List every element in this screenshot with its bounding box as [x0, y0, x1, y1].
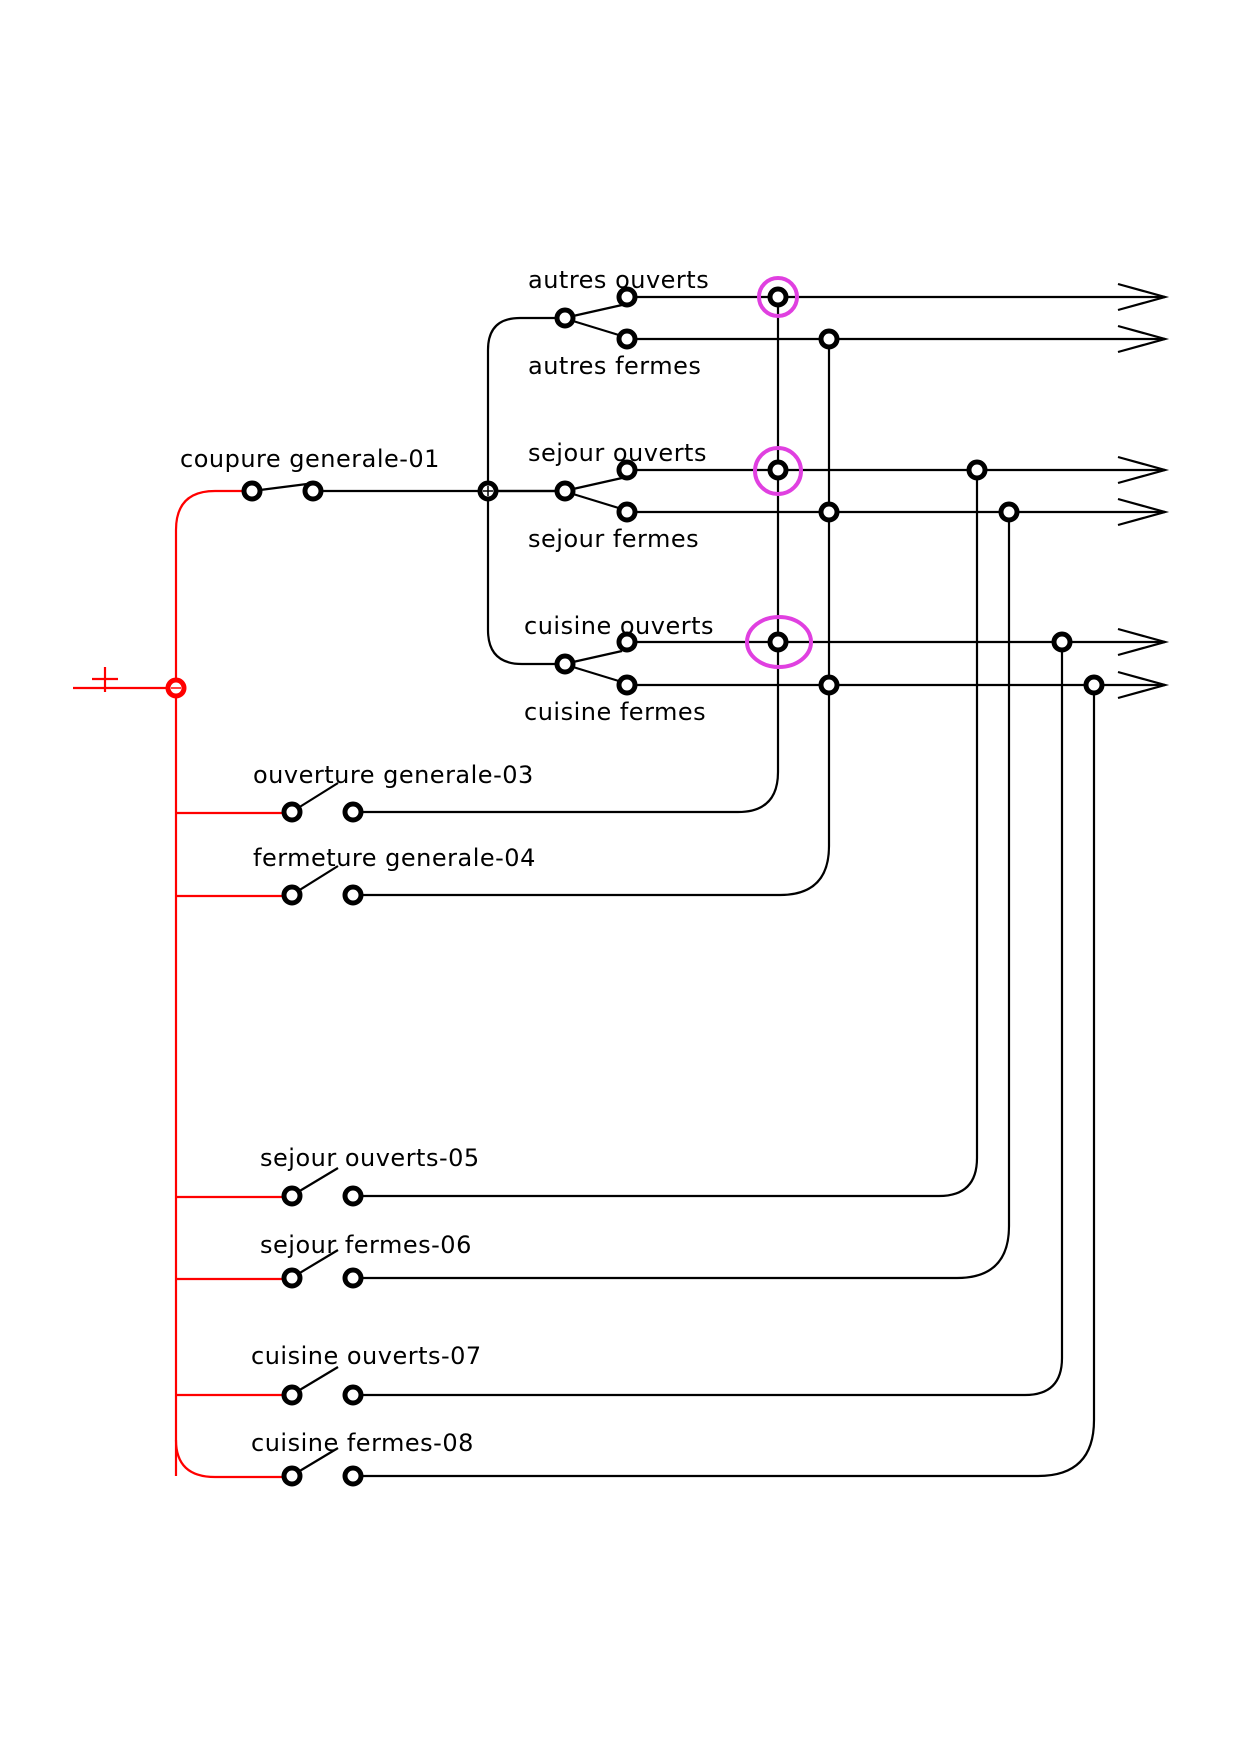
selector-sejour-open-label: sejour ouverts — [528, 439, 707, 467]
push-button-07[interactable]: cuisine ouverts-07 — [251, 1342, 482, 1406]
selector-sejour-closed-label: sejour fermes — [528, 525, 699, 553]
push-button-06-terminal-out[interactable] — [342, 1267, 364, 1289]
selector-sejour-closed-terminal[interactable] — [616, 501, 638, 523]
highlight-ring-cuisine-ouverts[interactable] — [745, 615, 813, 669]
push-button-06-label: sejour fermes-06 — [260, 1231, 472, 1259]
main-switch[interactable]: coupure generale-01 — [180, 445, 558, 502]
plus-icon — [92, 667, 118, 692]
selector-sejour[interactable]: sejour ouverts sejour fermes — [496, 439, 1165, 553]
arrow-right-icon — [1117, 455, 1170, 485]
push-button-08-terminal-in[interactable] — [281, 1465, 303, 1487]
push-button-03-terminal-out[interactable] — [342, 801, 364, 823]
highlight-ring-sejour-ouverts[interactable] — [753, 446, 803, 496]
junction-autres-fermes[interactable] — [818, 328, 840, 350]
selector-autres[interactable]: autres ouverts autres fermes — [528, 266, 1165, 380]
arrow-right-icon — [1117, 282, 1170, 312]
arrow-right-icon — [1117, 627, 1170, 657]
selector-cuisine-open-label: cuisine ouverts — [524, 612, 714, 640]
selector-cuisine-common[interactable] — [554, 653, 576, 675]
push-button-07-terminal-out[interactable] — [342, 1384, 364, 1406]
main-switch-lever — [259, 482, 308, 492]
push-button-03-terminal-in[interactable] — [281, 801, 303, 823]
junction-cuisine-fermes-08[interactable] — [1083, 674, 1105, 696]
cuisine-close-return — [360, 685, 1096, 1478]
selector-autres-common[interactable] — [554, 307, 576, 329]
junction-cuisine-ouverts[interactable] — [767, 631, 789, 653]
main-switch-terminal-out[interactable] — [302, 480, 324, 502]
highlight-ring-autres-ouverts[interactable] — [757, 276, 799, 318]
push-button-04-terminal-out[interactable] — [342, 884, 364, 906]
arrow-right-icon — [1117, 497, 1170, 527]
push-button-03[interactable]: ouverture generale-03 — [253, 761, 534, 823]
push-button-04[interactable]: fermeture generale-04 — [253, 844, 536, 906]
supply-section — [73, 489, 290, 1479]
arrow-right-icon — [1117, 324, 1170, 354]
selector-autres-closed-terminal[interactable] — [616, 328, 638, 350]
push-button-05-terminal-in[interactable] — [281, 1185, 303, 1207]
push-button-04-terminal-in[interactable] — [281, 884, 303, 906]
selector-sejour-open-terminal[interactable] — [616, 459, 638, 481]
push-button-08-terminal-out[interactable] — [342, 1465, 364, 1487]
sejour-open-return — [360, 470, 979, 1198]
arrow-right-icon — [1117, 670, 1170, 700]
junction-sejour-ouverts[interactable] — [767, 459, 789, 481]
output-arrows — [1117, 282, 1170, 700]
selector-cuisine-closed-label: cuisine fermes — [524, 698, 706, 726]
junction-cuisine-fermes[interactable] — [818, 674, 840, 696]
push-button-03-label: ouverture generale-03 — [253, 761, 534, 789]
push-button-05[interactable]: sejour ouverts-05 — [260, 1144, 480, 1207]
junction-sejour-ouverts-05[interactable] — [966, 459, 988, 481]
junction-sejour-fermes[interactable] — [818, 501, 840, 523]
junctions — [767, 286, 1105, 696]
selector-cuisine[interactable]: cuisine ouverts cuisine fermes — [524, 612, 1165, 726]
push-button-05-terminal-out[interactable] — [342, 1185, 364, 1207]
main-switch-terminal-in[interactable] — [241, 480, 263, 502]
junction-sejour-fermes-06[interactable] — [998, 501, 1020, 523]
cuisine-open-return — [360, 642, 1064, 1397]
supply-branch-08 — [174, 1439, 290, 1479]
selector-autres-open-terminal[interactable] — [616, 286, 638, 308]
push-button-04-label: fermeture generale-04 — [253, 844, 536, 872]
supply-bus — [174, 489, 250, 1476]
selector-autres-open-label: autres ouverts — [528, 266, 709, 294]
push-button-07-label: cuisine ouverts-07 — [251, 1342, 482, 1370]
push-button-06[interactable]: sejour fermes-06 — [260, 1231, 472, 1289]
highlights — [745, 276, 813, 669]
main-switch-label: coupure generale-01 — [180, 445, 440, 473]
selector-sejour-common[interactable] — [554, 480, 576, 502]
push-button-06-terminal-in[interactable] — [281, 1267, 303, 1289]
push-button-08[interactable]: cuisine fermes-08 — [251, 1429, 474, 1487]
push-button-08-label: cuisine fermes-08 — [251, 1429, 474, 1457]
selector-cuisine-open-terminal[interactable] — [616, 631, 638, 653]
general-close-bus — [360, 339, 831, 897]
junction-autres-ouverts[interactable] — [767, 286, 789, 308]
sejour-close-return — [360, 512, 1011, 1280]
selector-autres-closed-label: autres fermes — [528, 352, 701, 380]
general-open-bus — [360, 297, 780, 814]
push-button-05-label: sejour ouverts-05 — [260, 1144, 480, 1172]
junction-cuisine-ouverts-07[interactable] — [1051, 631, 1073, 653]
selector-cuisine-closed-terminal[interactable] — [616, 674, 638, 696]
push-button-07-terminal-in[interactable] — [281, 1384, 303, 1406]
